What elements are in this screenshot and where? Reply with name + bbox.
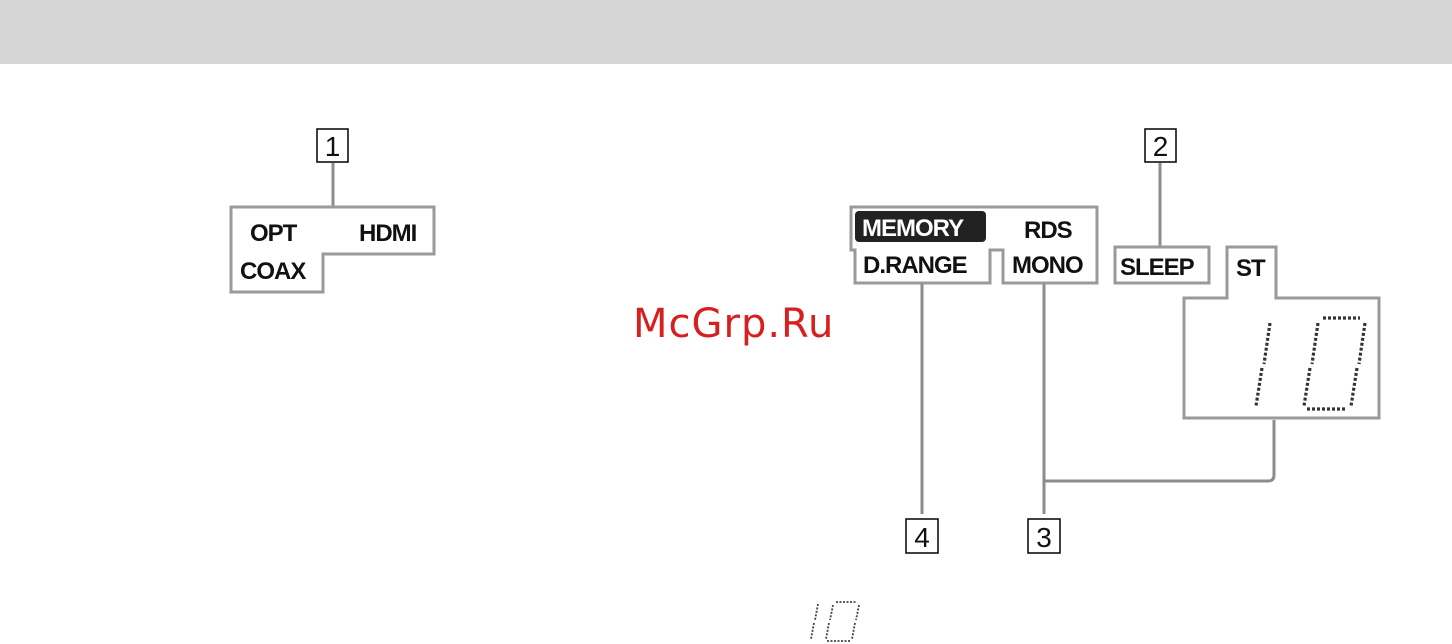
input-indicator-group: OPT HDMI COAX: [231, 207, 434, 292]
hdmi-indicator: HDMI: [359, 220, 417, 247]
opt-indicator: OPT: [250, 220, 298, 247]
callout-1-number: 1: [325, 131, 341, 162]
st-indicator: ST: [1236, 255, 1266, 282]
rds-indicator: RDS: [1024, 217, 1073, 244]
callout-4: 4: [906, 519, 938, 553]
callout-4-number: 4: [914, 522, 930, 553]
callout-2: 2: [1145, 129, 1176, 162]
digit-display-group: ST 10: [0, 0, 1379, 418]
tuner-indicator-group: MEMORY RDS D.RANGE MONO: [851, 207, 1097, 283]
callout-3: 3: [1028, 519, 1060, 553]
coax-indicator: COAX: [240, 258, 306, 285]
d-range-indicator: D.RANGE: [863, 252, 968, 279]
leader-3: [1044, 284, 1274, 514]
memory-indicator: MEMORY: [862, 215, 964, 242]
sleep-indicator-group: SLEEP: [1115, 247, 1209, 283]
sleep-indicator: SLEEP: [1120, 254, 1195, 281]
callout-3-number: 3: [1036, 522, 1052, 553]
callout-2-number: 2: [1153, 131, 1169, 162]
mono-indicator: MONO: [1012, 252, 1083, 279]
callout-1: 1: [317, 129, 348, 162]
digit-display: [1256, 318, 1365, 409]
watermark: McGrp.Ru: [633, 301, 834, 347]
